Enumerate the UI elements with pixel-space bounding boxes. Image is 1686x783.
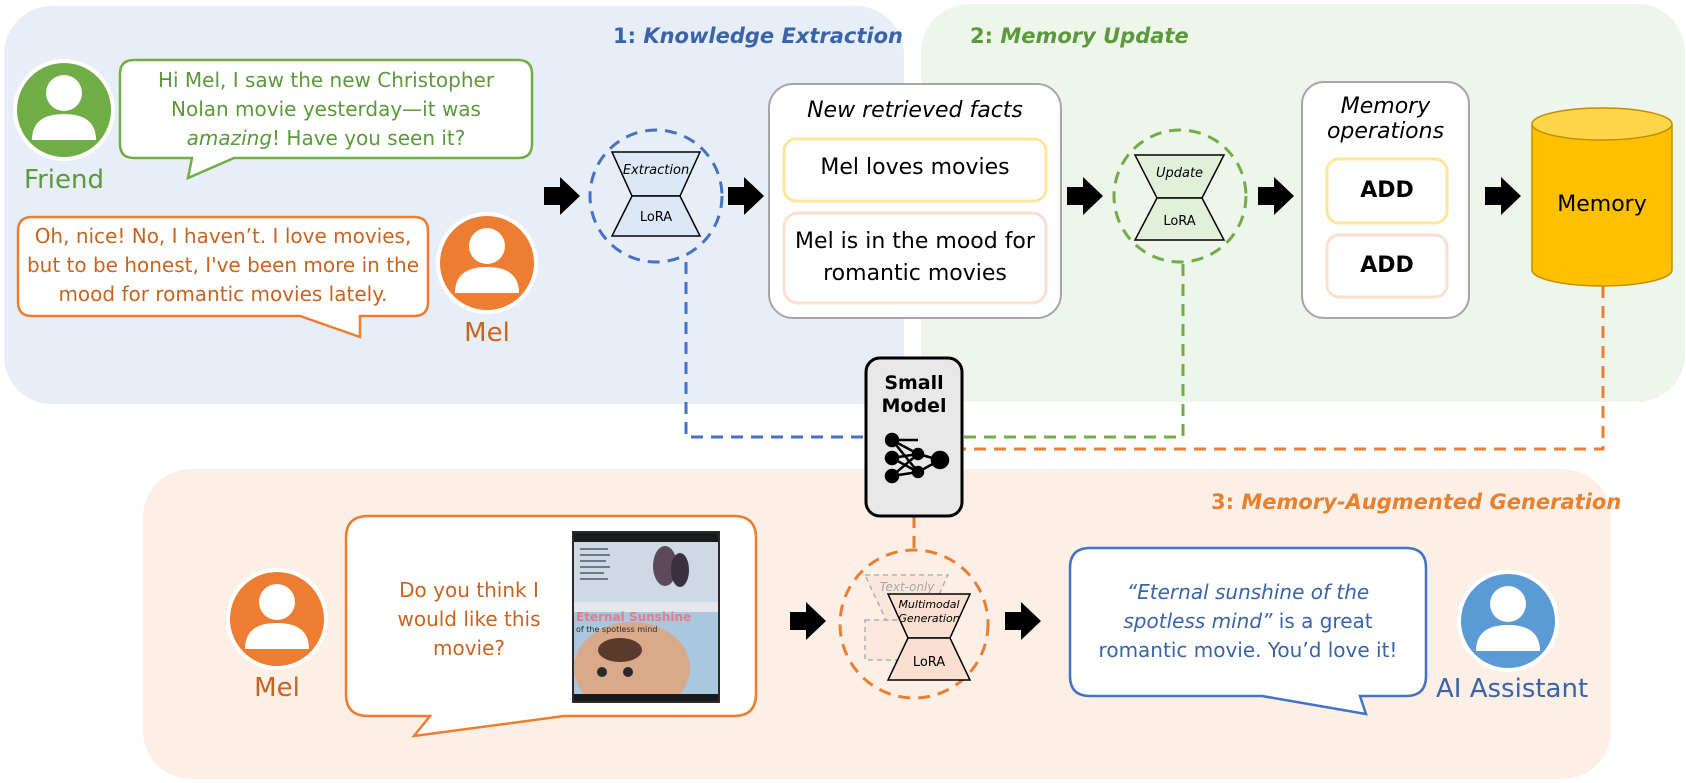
- friend-message-text: Hi Mel, I saw the new Christopher Nolan …: [157, 68, 495, 121]
- movie-poster-image: [573, 532, 719, 702]
- mel-label-bottom: Mel: [254, 673, 300, 703]
- arrow-icon: [544, 177, 580, 215]
- friend-message-text-end: ! Have you seen it?: [272, 126, 466, 150]
- answer-bubble: [1068, 546, 1428, 716]
- update-adapter-label: Update: [1155, 166, 1204, 181]
- panel-name: Memory-Augmented Generation: [1241, 490, 1622, 514]
- question-text: Do you think I would like this movie?: [397, 578, 541, 660]
- panel-title-extraction: 1: Knowledge Extraction: [613, 24, 903, 48]
- operations-title: Memory operations: [1326, 94, 1445, 144]
- mel-bubble: [16, 215, 430, 339]
- operation-item-box: [1325, 157, 1449, 225]
- panel-title-update: 2: Memory Update: [970, 24, 1189, 48]
- mel-avatar: [436, 212, 538, 314]
- fact-item: Mel is in the mood for romantic movies: [795, 229, 1035, 286]
- mel-label: Mel: [464, 318, 510, 348]
- extraction-lora-label: LoRA: [639, 210, 673, 225]
- ai-assistant-label: AI Assistant: [1436, 674, 1589, 704]
- fact-item-box: [782, 137, 1048, 203]
- operation-item: ADD: [1360, 178, 1414, 203]
- panel-number: 1:: [613, 24, 637, 48]
- arrow-icon: [1067, 177, 1103, 215]
- poster-frame: [572, 531, 720, 703]
- extraction-adapter-label: Extraction: [622, 163, 690, 178]
- extraction-adapter: [588, 128, 724, 264]
- panel-number: 2:: [970, 24, 994, 48]
- answer-text: “Eternal sunshine of the spotless mind” …: [1084, 578, 1412, 665]
- generation-adapter: [838, 548, 990, 700]
- generation-adapter-label: Multimodal Generation: [898, 598, 960, 625]
- friend-avatar: [13, 59, 115, 161]
- answer-rest: is a great romantic movie. You’d love it…: [1098, 609, 1398, 662]
- update-connector: [962, 264, 1185, 439]
- fact-item-box: [782, 211, 1048, 305]
- mel-avatar-bottom: [226, 568, 328, 670]
- facts-title: New retrieved facts: [807, 98, 1023, 123]
- update-lora-label: LoRA: [1163, 214, 1196, 229]
- ai-assistant-avatar: [1457, 570, 1559, 672]
- neural-network-icon: [884, 432, 950, 484]
- memory-label: Memory: [1557, 192, 1647, 217]
- panel-name: Knowledge Extraction: [643, 24, 903, 48]
- generation-lora-label: LoRA: [912, 655, 946, 670]
- answer-emphasis: “Eternal sunshine of the spotless mind”: [1123, 580, 1370, 633]
- friend-message: Hi Mel, I saw the new Christopher Nolan …: [132, 66, 520, 153]
- arrow-icon: [1258, 177, 1294, 215]
- operation-item-box: [1325, 233, 1449, 299]
- panel-number: 3:: [1211, 490, 1235, 514]
- text-only-ghost-label: Text-only: [879, 580, 935, 594]
- panel-title-generation: 3: Memory-Augmented Generation: [1211, 490, 1621, 514]
- arrow-icon: [728, 177, 764, 215]
- friend-bubble: [118, 58, 534, 181]
- friend-label: Friend: [24, 165, 104, 195]
- memory-connector: [962, 286, 1605, 451]
- panel-name: Memory Update: [1000, 24, 1189, 48]
- update-adapter: [1112, 128, 1248, 264]
- arrow-icon: [790, 602, 826, 640]
- flow-arrows: [544, 177, 1521, 640]
- small-model-label: Small Model: [881, 372, 947, 417]
- arrow-icon: [1005, 602, 1041, 640]
- memory-database-icon: [1531, 107, 1673, 287]
- operation-item: ADD: [1360, 253, 1414, 278]
- fact-item: Mel loves movies: [820, 155, 1010, 180]
- poster-subtitle: of the spotless mind: [576, 625, 658, 634]
- arrow-icon: [1485, 177, 1521, 215]
- poster-title: Eternal Sunshine: [576, 610, 692, 624]
- mel-message: Oh, nice! No, I haven’t. I love movies, …: [26, 224, 420, 306]
- friend-message-emphasis: amazing: [186, 126, 273, 150]
